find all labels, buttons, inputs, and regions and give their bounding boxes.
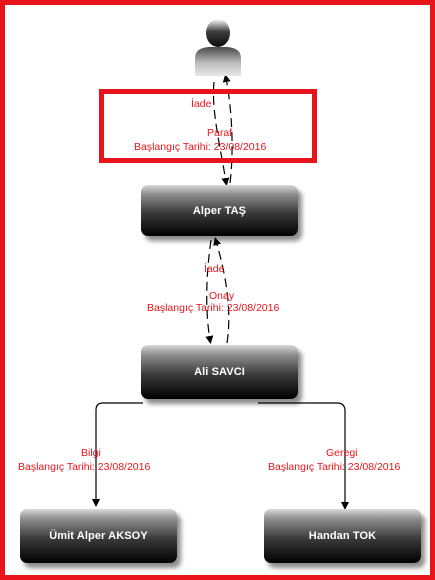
node-label: Ali SAVCI xyxy=(194,366,245,378)
edge-label-iade-top: İade xyxy=(191,98,212,110)
edge-label-iade-mid: İade xyxy=(204,263,225,275)
user-silhouette-icon[interactable] xyxy=(193,16,243,78)
workflow-node-umit-alper-aksoy[interactable]: Ümit Alper AKSOY xyxy=(20,509,177,563)
selected-edge-highlight xyxy=(99,89,317,163)
edge-label-date-right: Başlangıç Tarihi: 23/08/2016 xyxy=(268,461,401,473)
edge-label-paraf: Paraf xyxy=(207,127,233,139)
edge-label-bilgi: Bilgi xyxy=(81,447,101,459)
connector-iade-mid xyxy=(213,237,230,344)
node-label: Alper TAŞ xyxy=(192,204,247,217)
node-label: Handan TOK xyxy=(308,530,377,542)
connector-bilgi xyxy=(92,402,143,507)
workflow-node-ali-savci[interactable]: Ali SAVCI xyxy=(141,345,298,399)
connector-onay xyxy=(205,239,214,344)
edge-label-date-top: Başlangıç Tarihi: 23/08/2016 xyxy=(134,141,267,153)
connector-geregi xyxy=(258,402,349,510)
node-label: Ümit Alper AKSOY xyxy=(49,530,148,542)
workflow-node-handan-tok[interactable]: Handan TOK xyxy=(264,509,421,563)
workflow-node-alper-tas[interactable]: Alper TAŞ xyxy=(141,185,298,236)
edge-label-date-left: Başlangıç Tarihi: 23/08/2016 xyxy=(18,461,151,473)
edge-label-onay: Onay xyxy=(209,290,235,302)
edge-label-geregi: Geregi xyxy=(326,447,358,459)
edge-label-date-mid: Başlangıç Tarihi: 23/08/2016 xyxy=(147,302,280,314)
connector-paraf xyxy=(212,81,230,186)
